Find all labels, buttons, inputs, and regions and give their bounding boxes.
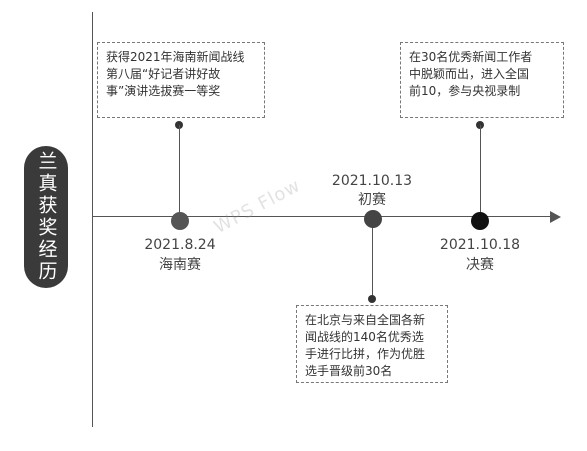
event-2-connector-dot bbox=[368, 295, 376, 303]
title-badge: 兰真获奖经历 bbox=[24, 146, 68, 288]
watermark: WPS Flow bbox=[210, 174, 305, 239]
event-1-connector-line bbox=[179, 125, 180, 213]
title-text: 兰真获奖经历 bbox=[35, 151, 58, 283]
event-1-node bbox=[171, 212, 189, 230]
event-1-date: 2021.8.24 bbox=[144, 237, 216, 253]
vertical-axis-line bbox=[92, 12, 93, 427]
event-2-stage: 初赛 bbox=[358, 192, 386, 208]
event-2-date: 2021.10.13 bbox=[331, 173, 413, 189]
timeline-axis bbox=[92, 216, 552, 217]
event-2-node bbox=[364, 210, 382, 228]
event-1-stage: 海南赛 bbox=[159, 257, 201, 273]
timeline-arrowhead bbox=[550, 211, 561, 223]
event-3-node bbox=[471, 212, 489, 230]
event-3-description-box: 在30名优秀新闻工作者 中脱颖而出，进入全国 前10，参与央视录制 bbox=[400, 42, 564, 118]
event-1-description-box: 获得2021年海南新闻战线 第八届“好记者讲好故 事”演讲选拔赛一等奖 bbox=[97, 42, 265, 118]
event-3-stage: 决赛 bbox=[466, 257, 494, 273]
event-2-description-box: 在北京与来自全国各新 闻战线的140名优秀选 手进行比拼，作为优胜 选手晋级前3… bbox=[296, 305, 448, 383]
event-3-connector-line bbox=[480, 125, 481, 213]
event-2-connector-line bbox=[372, 228, 373, 298]
event-3-date: 2021.10.18 bbox=[439, 237, 521, 253]
